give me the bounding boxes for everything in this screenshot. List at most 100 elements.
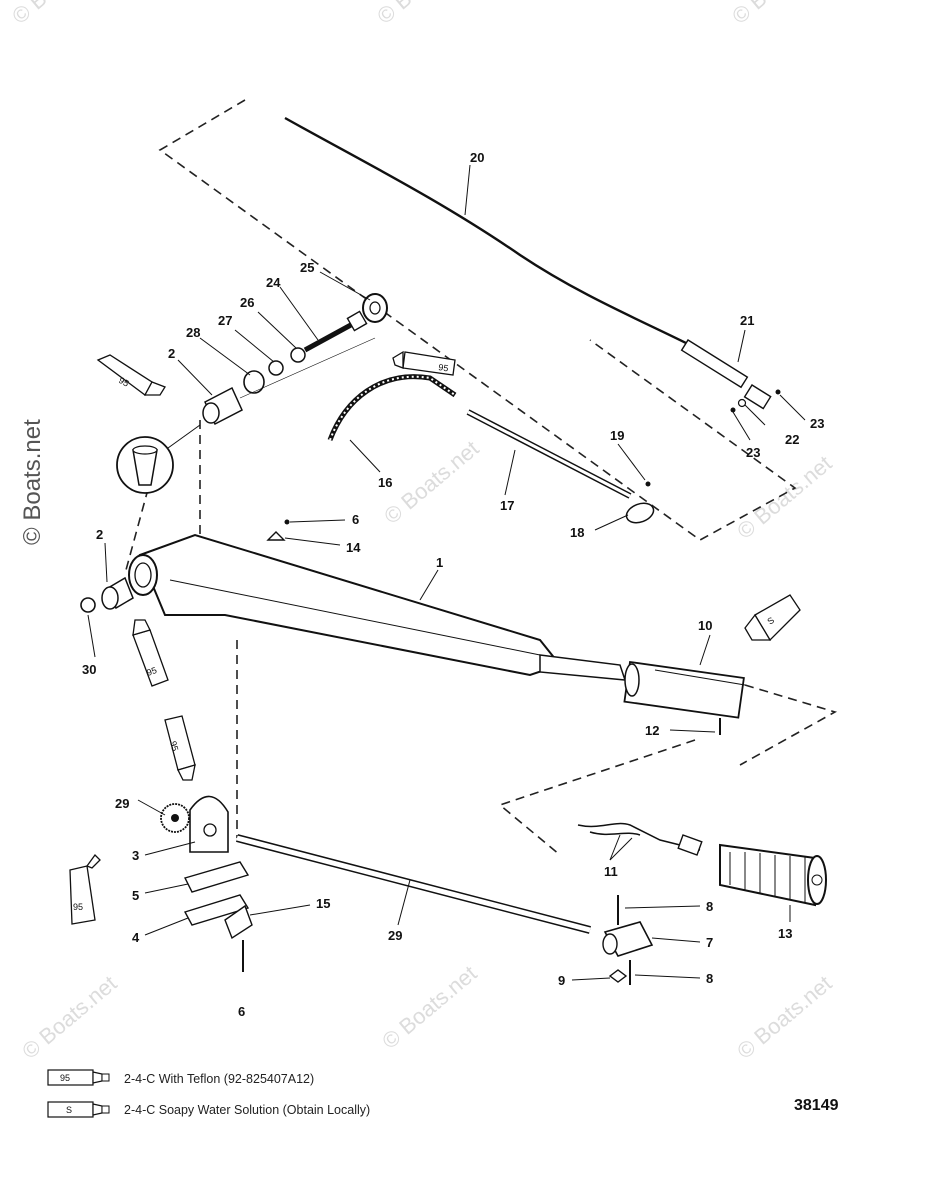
washer-27 bbox=[268, 360, 284, 376]
callout-10: 10 bbox=[698, 618, 712, 633]
watermark-top-right: © Boats.net bbox=[727, 0, 831, 29]
callout-4: 4 bbox=[132, 930, 140, 945]
tube-label-95: 95 bbox=[145, 665, 158, 678]
screw-23-b bbox=[730, 407, 736, 413]
bushing-lower bbox=[101, 576, 134, 610]
callout-8-lower: 8 bbox=[706, 971, 713, 986]
callout-21: 21 bbox=[740, 313, 754, 328]
grip-group-outline-bottom bbox=[498, 739, 696, 856]
tube-label-95: 95 bbox=[117, 375, 131, 389]
legend-row-s: S 2-4-C Soapy Water Solution (Obtain Loc… bbox=[47, 1101, 370, 1118]
leader-lines bbox=[87, 164, 806, 981]
callout-1: 1 bbox=[436, 555, 443, 570]
grease-tube-bottom-left: 95 bbox=[69, 854, 101, 925]
pin-19 bbox=[645, 481, 651, 487]
tiller-grip bbox=[719, 843, 827, 907]
callout-labels: 20 21 23 22 23 25 24 26 27 28 2 16 17 19… bbox=[82, 150, 824, 1019]
callout-19: 19 bbox=[610, 428, 624, 443]
watermark-vertical: © Boats.net bbox=[19, 419, 46, 545]
callout-28: 28 bbox=[186, 325, 200, 340]
callout-9: 9 bbox=[558, 973, 565, 988]
tube-label-95: 95 bbox=[438, 362, 449, 373]
cable-end bbox=[680, 339, 772, 410]
callout-7: 7 bbox=[706, 935, 713, 950]
grease-tube-lower-left: 95 bbox=[132, 619, 169, 687]
dashed-outlines bbox=[125, 99, 838, 856]
washer-26 bbox=[290, 347, 306, 363]
upper-group-outline bbox=[158, 99, 797, 541]
figure-number: 38149 bbox=[794, 1097, 839, 1114]
callout-14: 14 bbox=[346, 540, 361, 555]
stop-switch bbox=[602, 921, 654, 957]
callout-6-lower: 6 bbox=[238, 1004, 245, 1019]
callout-25: 25 bbox=[300, 260, 314, 275]
plate-5 bbox=[183, 861, 250, 893]
nut-30 bbox=[80, 597, 96, 613]
pivot-hardware bbox=[239, 293, 388, 399]
callout-29-rod: 29 bbox=[388, 928, 402, 943]
callout-18: 18 bbox=[570, 525, 584, 540]
washer-22 bbox=[737, 398, 747, 408]
watermark-mid-right: © Boats.net bbox=[732, 451, 836, 544]
watermark-bottom-center: © Boats.net bbox=[377, 961, 481, 1054]
watermark-bottom-left: © Boats.net bbox=[17, 971, 121, 1064]
legend-row-95: 95 2-4-C With Teflon (92-825407A12) bbox=[47, 1069, 314, 1086]
callout-23: 23 bbox=[810, 416, 824, 431]
legend-text-s: 2-4-C Soapy Water Solution (Obtain Local… bbox=[124, 1103, 370, 1117]
callout-15: 15 bbox=[316, 896, 330, 911]
screw-23-a bbox=[775, 389, 781, 395]
callout-24: 24 bbox=[266, 275, 281, 290]
callout-17: 17 bbox=[500, 498, 514, 513]
callout-23: 23 bbox=[746, 445, 760, 460]
legend-symbol-95: 95 bbox=[60, 1073, 70, 1083]
callout-11: 11 bbox=[604, 864, 618, 879]
watermark-bottom-right: © Boats.net bbox=[732, 971, 836, 1064]
callout-3: 3 bbox=[132, 848, 139, 863]
callout-16: 16 bbox=[378, 475, 392, 490]
wire-harness bbox=[577, 822, 701, 851]
callout-13: 13 bbox=[778, 926, 792, 941]
throttle-cable bbox=[284, 116, 691, 347]
legend-text-95: 2-4-C With Teflon (92-825407A12) bbox=[124, 1072, 314, 1086]
legend-symbol-s: S bbox=[66, 1105, 72, 1115]
bushing-detail-circle bbox=[116, 424, 201, 494]
tube-label-95: 95 bbox=[168, 740, 180, 752]
throttle-housing bbox=[623, 660, 746, 719]
tube-label-95: 95 bbox=[73, 902, 83, 912]
watermark-top-left: © Boats.net bbox=[7, 0, 111, 29]
legend: 95 2-4-C With Teflon (92-825407A12) S 2-… bbox=[47, 1069, 370, 1118]
clip-14 bbox=[266, 531, 286, 541]
shift-rod bbox=[235, 834, 592, 934]
callout-12: 12 bbox=[645, 723, 659, 738]
callout-30: 30 bbox=[82, 662, 96, 677]
grease-tube-soapy: S bbox=[744, 594, 801, 642]
watermark-top-center: © Boats.net bbox=[372, 0, 476, 29]
callout-26: 26 bbox=[240, 295, 254, 310]
grease-tube-top-right: 95 bbox=[392, 350, 456, 376]
bracket-15 bbox=[224, 904, 253, 940]
watermark-mid-center: © Boats.net bbox=[379, 436, 483, 529]
wingnut-9 bbox=[608, 969, 628, 983]
callout-29-knob: 29 bbox=[115, 796, 129, 811]
bushing-28 bbox=[243, 370, 265, 394]
bushing-18 bbox=[625, 502, 655, 524]
callout-22: 22 bbox=[785, 432, 799, 447]
callout-5: 5 bbox=[132, 888, 139, 903]
callout-6-upper: 6 bbox=[352, 512, 359, 527]
tiller-arm bbox=[128, 533, 627, 681]
grease-tube-top-left: 95 bbox=[96, 354, 166, 396]
callout-2-upper: 2 bbox=[168, 346, 175, 361]
bushing-upper bbox=[202, 386, 243, 426]
callout-2-lower: 2 bbox=[96, 527, 103, 542]
friction-assembly bbox=[160, 795, 253, 972]
grease-tube-mid-left: 95 bbox=[164, 715, 196, 781]
callout-27: 27 bbox=[218, 313, 232, 328]
screw-6-upper bbox=[284, 519, 290, 525]
callout-8-upper: 8 bbox=[706, 899, 713, 914]
callout-20: 20 bbox=[470, 150, 484, 165]
grip-group-outline-top bbox=[739, 684, 838, 766]
tube-label-s: S bbox=[765, 615, 776, 627]
plate-4 bbox=[183, 894, 250, 926]
connector bbox=[677, 834, 703, 856]
